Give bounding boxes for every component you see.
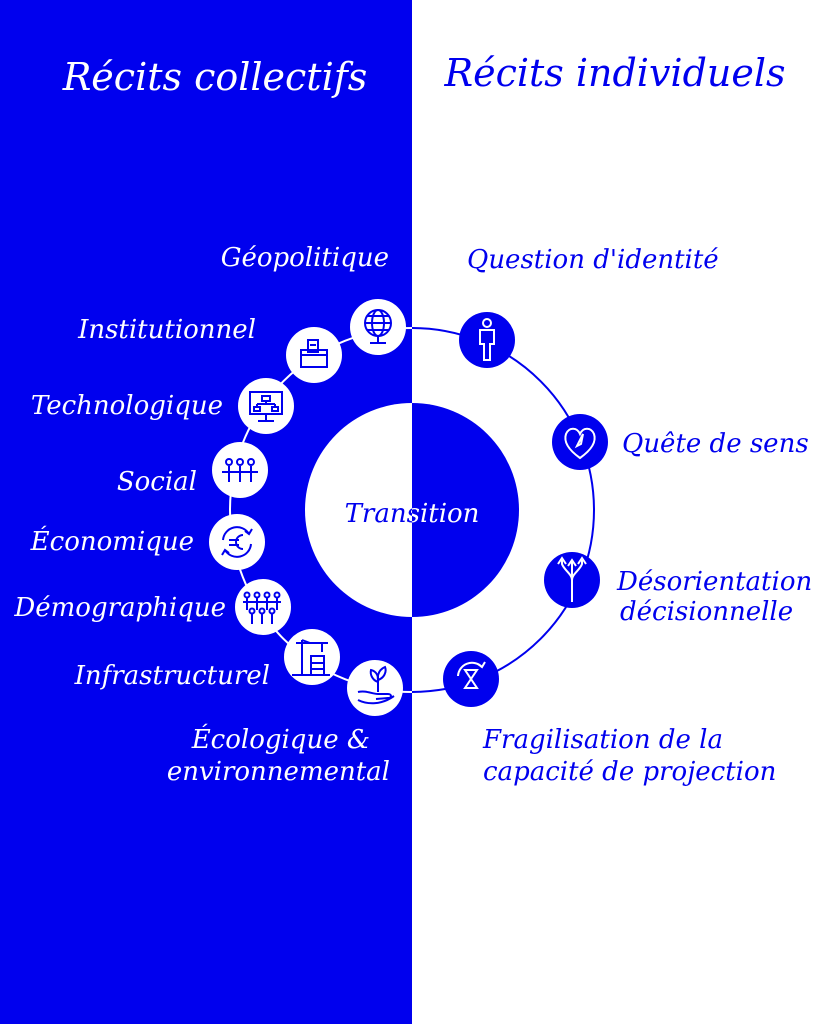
euro-cycle-icon [221,526,253,558]
ballot-box-icon [300,339,328,368]
ring-left [229,327,412,693]
label-ecologique-line2: environnemental [167,757,390,787]
node-infrastructurel: Infrastructurel [74,629,340,691]
center-label-left: Transition [345,499,480,529]
node-ecologique: Écologique & environnemental [167,660,403,787]
label-projection-line1: Fragilisation de la [482,725,723,755]
label-demographique: Démographique [13,593,226,623]
title-left: Récits collectifs [62,55,368,99]
label-economique: Économique [30,525,194,557]
node-identite: Question d'identité [459,245,719,368]
node-geopolitique: Géopolitique [221,243,406,355]
crane-building-icon [292,639,330,676]
label-ecologique-line1: Écologique & [191,723,370,755]
label-social: Social [117,467,197,497]
label-technologique: Technologique [31,391,223,421]
label-projection-line2: capacité de projection [483,757,776,787]
label-identite: Question d'identité [467,245,719,275]
hand-plant-icon [357,665,395,705]
node-technologique: Technologique [31,378,294,434]
label-desorientation-line2: décisionnelle [620,597,793,627]
node-economique: Économique [30,514,265,570]
computer-network-icon [249,391,283,422]
label-infrastructurel: Infrastructurel [74,661,270,691]
label-institutionnel: Institutionnel [77,315,256,345]
label-geopolitique: Géopolitique [221,243,389,273]
node-desorientation: Désorientation décisionnelle [544,552,812,627]
people-group-icon [222,458,258,482]
label-desorientation-line1: Désorientation [616,567,812,597]
hourglass-cycle-icon [457,661,486,689]
ring-right [412,327,595,693]
title-right: Récits individuels [443,51,785,95]
center-label-right: Transition [345,499,480,529]
center-disc: Transition Transition [305,403,519,617]
globe-icon [364,309,392,344]
node-sens: Quête de sens [552,414,809,470]
label-sens: Quête de sens [622,429,809,459]
heart-compass-icon [564,427,596,460]
node-institutionnel: Institutionnel [77,315,342,383]
node-projection: Fragilisation de la capacité de projecti… [443,651,776,787]
node-demographique: Démographique [13,579,291,635]
crowd-icon [243,591,281,624]
diverging-arrows-icon [557,556,587,602]
node-social: Social [117,442,268,498]
person-icon [479,318,495,361]
